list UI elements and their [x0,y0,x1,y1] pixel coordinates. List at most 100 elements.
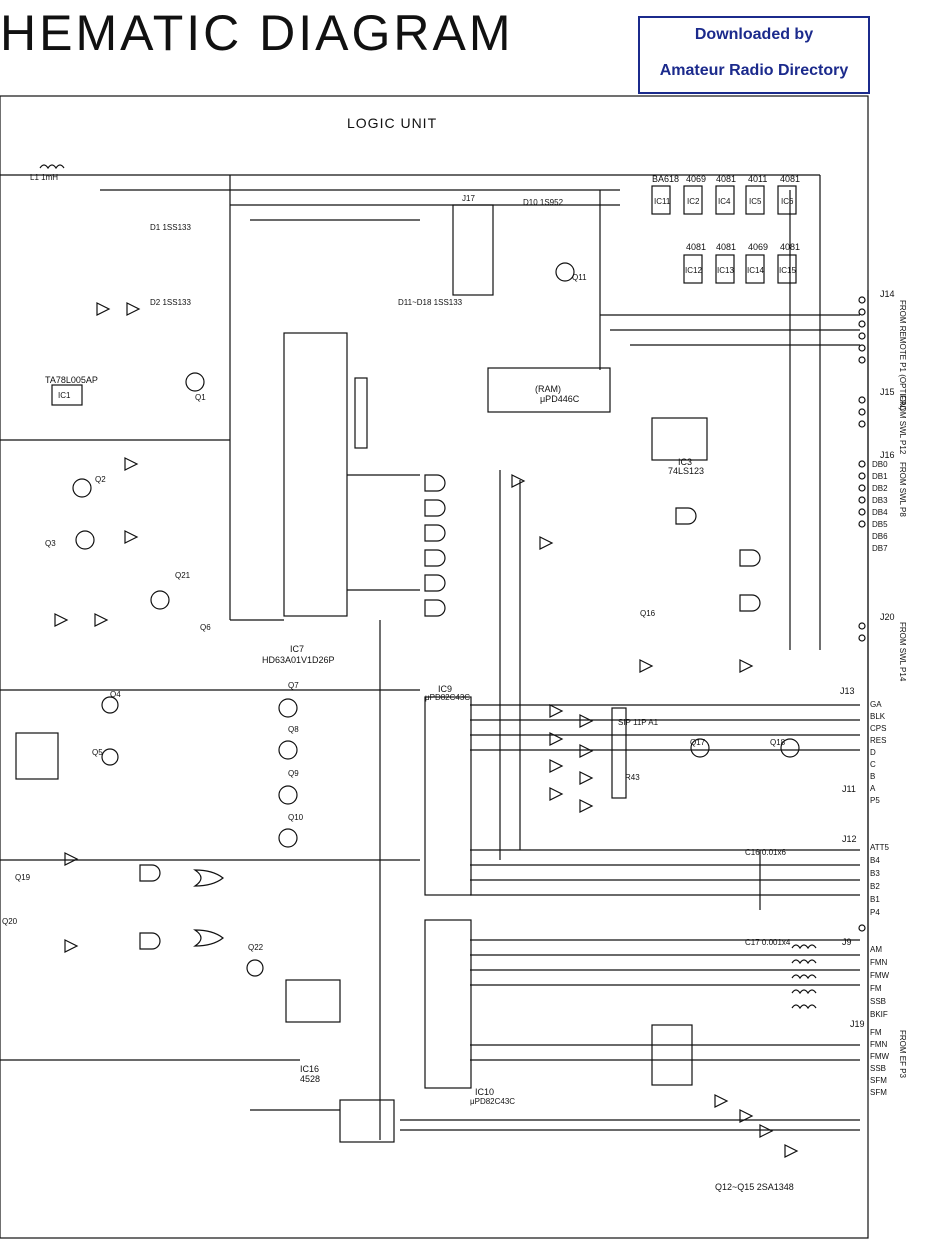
q5-label: Q5 [92,748,103,757]
j13-pin-8: A [870,784,876,793]
ic1-part: TA78L005AP [45,375,98,385]
q20-label: Q20 [2,917,18,926]
q16-label: Q16 [640,609,656,618]
j20-note: FROM SWL P14 [898,622,907,682]
ic3-part: 74LS123 [668,466,704,476]
top-ic-type-1: BA618 [652,174,679,184]
j16-pin-8: DB7 [872,544,888,553]
j11-name: J11 [842,784,856,794]
d10-label: D10 1S952 [523,198,564,207]
ic7-part: HD63A01V1D26P [262,655,335,665]
j12-pin-3: B3 [870,869,880,878]
q21-label: Q21 [175,571,191,580]
j17-label: J17 [462,194,475,203]
q18-label: Q18 [770,738,786,747]
sip-label: SIP 11P A1 [618,718,659,727]
j9-pin-3: FMW [870,971,890,980]
j20-name: J20 [880,612,895,622]
top-ic-2: IC2 [687,197,700,206]
q1-label: Q1 [195,393,206,402]
ic16b-body [339,1099,395,1143]
resistor-network [354,377,368,449]
j16-pin-5: DB4 [872,508,888,517]
j9-name: J9 [842,937,852,947]
j9-pin-6: BKIF [870,1010,888,1019]
top-ic-8: IC14 [747,266,764,275]
top-ic-type-8: 4069 [748,242,768,252]
top-ic-9: IC15 [779,266,796,275]
ic3-body [651,417,708,461]
top-ic-type-9: 4081 [780,242,800,252]
j13-pin-2: BLK [870,712,886,721]
ic16a-body [285,979,341,1023]
unit-title: LOGIC UNIT [347,115,438,131]
q10-label: Q10 [288,813,304,822]
ic10-name: IC10 [475,1087,494,1097]
j9-pin-4: FM [870,984,882,993]
q19-label: Q19 [15,873,31,882]
j16-pin-4: DB3 [872,496,888,505]
j16-pin-7: DB6 [872,532,888,541]
c17-label: C17 0.001x4 [745,938,791,947]
j19-note: FROM EF P3 [898,1030,907,1079]
q17-label: Q17 [690,738,706,747]
d1-label: D1 1SS133 [150,223,191,232]
j19-pin-2: FMN [870,1040,888,1049]
j16-pin-6: DB5 [872,520,888,529]
ic11b-body [651,1024,693,1086]
j19-pin-6: SFM [870,1088,887,1097]
j16-note: FROM SWL P8 [898,462,907,517]
q9-label: Q9 [288,769,299,778]
badge-line-1: Downloaded by [694,26,814,43]
top-ic-type-3: 4081 [716,174,736,184]
j19-name: J19 [850,1019,865,1029]
j9-pin-2: FMN [870,958,888,967]
q7-label: Q7 [288,681,299,690]
ic8-body [487,367,611,413]
j19-pin-4: SSB [870,1064,886,1073]
download-badge[interactable]: Downloaded by Amateur Radio Directory [638,16,870,94]
j12-pin-1: ATT5 [870,843,890,852]
q4-label: Q4 [110,690,121,699]
ic9-name: IC9 [438,684,452,694]
ic9-body [424,696,472,896]
top-ic-7: IC13 [717,266,734,275]
j13-pin-1: GA [870,700,882,709]
l1-label: L1 1mH [30,173,58,182]
top-ic-4: IC5 [749,197,762,206]
footer-note: Q12~Q15 2SA1348 [715,1182,794,1192]
ic16-part: 4528 [300,1074,320,1084]
ic1-name: IC1 [58,391,71,400]
top-ic-type-5: 4081 [780,174,800,184]
j15-note: FROM SWL P12 [898,395,907,455]
j12-pin-2: B4 [870,856,880,865]
j16-pin-1: DB0 [872,460,888,469]
j15-name: J15 [880,387,895,397]
r43-label: R43 [625,773,640,782]
ic1-body [51,384,83,406]
q6-label: Q6 [200,623,211,632]
ic10-part: μPD82C43C [470,1097,515,1106]
j16-pin-2: DB1 [872,472,888,481]
top-ic-type-7: 4081 [716,242,736,252]
j13-pin-9: P5 [870,796,880,805]
sip-resistor [611,707,627,799]
ic3-name: IC3 [678,457,692,467]
ic8-part: μPD446C [540,394,580,404]
ic7-name: IC7 [290,644,304,654]
ic8-tag: (RAM) [535,384,561,394]
q2-label: Q2 [95,475,106,484]
j13-pin-5: D [870,748,876,757]
ic7-body [283,332,348,617]
d2-label: D2 1SS133 [150,298,191,307]
ic16-name: IC16 [300,1064,319,1074]
j17-body [452,204,494,296]
j16-name: J16 [880,450,895,460]
j19-pin-1: FM [870,1028,882,1037]
schematic-frame [0,95,869,1239]
q22-label: Q22 [248,943,264,952]
j14-name: J14 [880,289,895,299]
j12-pin-5: B1 [870,895,880,904]
q8-label: Q8 [288,725,299,734]
j13-pin-6: C [870,760,876,769]
